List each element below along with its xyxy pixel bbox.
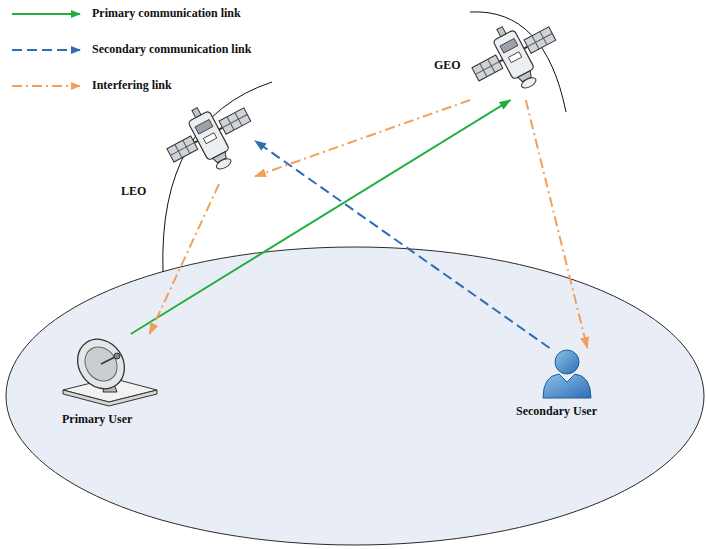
node-icon: [538, 348, 596, 400]
node-label: LEO: [121, 184, 146, 199]
legend-sample-line: [12, 13, 80, 15]
interfering-link-arrow: [255, 100, 470, 176]
legend-text: Primary communication link: [92, 6, 241, 21]
node-label: Primary User: [62, 412, 132, 427]
primary-link-arrow: [131, 100, 511, 334]
geo-orbit-arc: [470, 12, 566, 112]
geo-satellite: GEO: [470, 10, 560, 100]
node-icon: [58, 334, 162, 408]
primary-user-dish: Primary User: [58, 334, 162, 408]
legend-sample-line: [12, 49, 80, 51]
legend-sample-line: [12, 85, 80, 87]
leo-satellite: LEO: [165, 88, 255, 184]
secondary-user-person: Secondary User: [538, 348, 596, 400]
node-label: Secondary User: [516, 404, 597, 419]
node-icon: [165, 88, 255, 184]
earth-region: [6, 247, 704, 545]
node-label: GEO: [434, 58, 461, 73]
secondary-link-arrow: [255, 141, 550, 348]
node-icon: [470, 10, 560, 100]
legend-text: Secondary communication link: [92, 42, 251, 57]
legend-text: Interfering link: [92, 78, 172, 93]
interfering-link-arrow: [150, 184, 219, 334]
interfering-link-arrow: [526, 100, 588, 348]
